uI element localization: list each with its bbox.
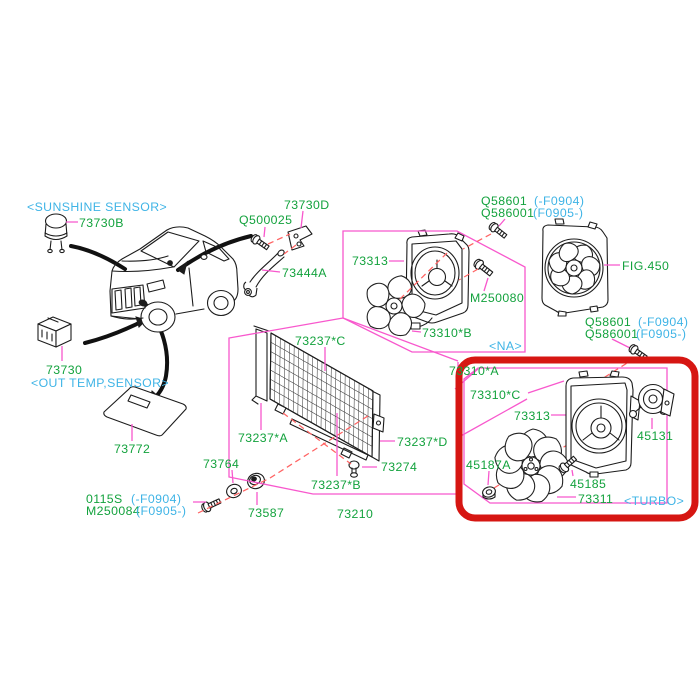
na-caption: <NA> (489, 339, 522, 353)
range-label-q58601-top: (-F0904) (534, 194, 584, 208)
part-label-45187a[interactable]: 45187A (466, 458, 511, 472)
part-label-73772[interactable]: 73772 (114, 442, 150, 456)
car-illustration (109, 226, 239, 333)
part-label-73730b[interactable]: 73730B (79, 216, 124, 230)
diagram-labels: <SUNSHINE SENSOR> 73730B Q500025 73730D … (27, 194, 688, 521)
grommet-73274-part (348, 460, 360, 478)
part-label-0115s[interactable]: 0115S (86, 492, 123, 506)
washer-73764-part (226, 483, 242, 499)
part-label-73237a[interactable]: 73237*A (238, 431, 288, 445)
hose-73444a-part (243, 249, 285, 298)
bolt-m250080-part (473, 258, 494, 277)
cover-plate-part (103, 386, 187, 437)
part-label-73764[interactable]: 73764 (203, 457, 239, 471)
part-label-73311[interactable]: 73311 (578, 492, 613, 506)
drain-hose-group (243, 225, 313, 298)
part-label-q58601-right[interactable]: Q58601 (585, 315, 631, 329)
part-label-73237d[interactable]: 73237*D (397, 435, 448, 449)
part-label-73444a[interactable]: 73444A (282, 266, 327, 280)
part-label-fig450[interactable]: FIG.450 (622, 259, 669, 273)
part-label-73237c[interactable]: 73237*C (295, 334, 346, 348)
part-label-73237b[interactable]: 73237*B (311, 478, 361, 492)
bolt-45185-part (558, 455, 578, 474)
part-label-m250084[interactable]: M250084 (86, 504, 140, 518)
out-temp-sensor-part (37, 316, 72, 348)
turbo-fan-shroud-part (565, 370, 641, 478)
part-label-73210[interactable]: 73210 (337, 507, 373, 521)
screw-q500025-part (250, 234, 270, 251)
part-label-73310b[interactable]: 73310*B (422, 326, 472, 340)
part-label-73313-turbo[interactable]: 73313 (514, 409, 550, 423)
part-label-73730[interactable]: 73730 (46, 363, 82, 377)
bracket-73730d-part (287, 225, 313, 251)
receiver-drier-part (255, 328, 268, 402)
part-label-q500025[interactable]: Q500025 (239, 213, 292, 227)
turbo-fan-blade-part (494, 428, 569, 503)
range-label-q586001-top: (F0905-) (533, 206, 583, 220)
turbo-caption: <TURBO> (624, 494, 684, 508)
part-label-q586001-right[interactable]: Q586001 (585, 327, 638, 341)
fig450-fan-assembly-part (541, 218, 609, 317)
part-label-73587[interactable]: 73587 (248, 506, 284, 520)
nut-45187a-part (482, 486, 496, 500)
part-label-45185[interactable]: 45185 (570, 477, 606, 491)
part-label-q58601-top[interactable]: Q58601 (481, 194, 527, 208)
sunshine-sensor-caption: <SUNSHINE SENSOR> (27, 200, 167, 214)
na-fan-blade-part (366, 275, 426, 337)
screw-q58601-top-part (488, 222, 508, 239)
range-label-m250084: (F0905-) (136, 504, 186, 518)
part-label-73313-na[interactable]: 73313 (352, 254, 388, 268)
part-label-73310a[interactable]: 73310*A (449, 364, 499, 378)
screw-0115s-part (201, 498, 222, 513)
sensor-location-dot (167, 260, 173, 266)
part-label-73310c[interactable]: 73310*C (470, 388, 521, 402)
part-label-73730d[interactable]: 73730D (284, 198, 329, 212)
range-label-q58601-right: (-F0904) (638, 315, 688, 329)
fan-motor-45131-part (628, 383, 675, 419)
range-label-q586001-right: (F0905-) (636, 327, 686, 341)
condenser-part (251, 325, 385, 462)
range-label-0115s: (-F0904) (131, 492, 181, 506)
part-label-45131[interactable]: 45131 (637, 429, 673, 443)
label-leaders (61, 210, 653, 505)
part-label-q586001-top[interactable]: Q586001 (481, 206, 534, 220)
grommet-73587-part (247, 472, 265, 490)
highlight-box-turbo-group (455, 356, 699, 522)
part-label-m250080[interactable]: M250080 (470, 291, 524, 305)
sunshine-sensor-part (44, 213, 68, 254)
out-temp-sensor-caption: <OUT TEMP,SENSOR> (31, 376, 169, 390)
part-label-73274[interactable]: 73274 (381, 460, 417, 474)
